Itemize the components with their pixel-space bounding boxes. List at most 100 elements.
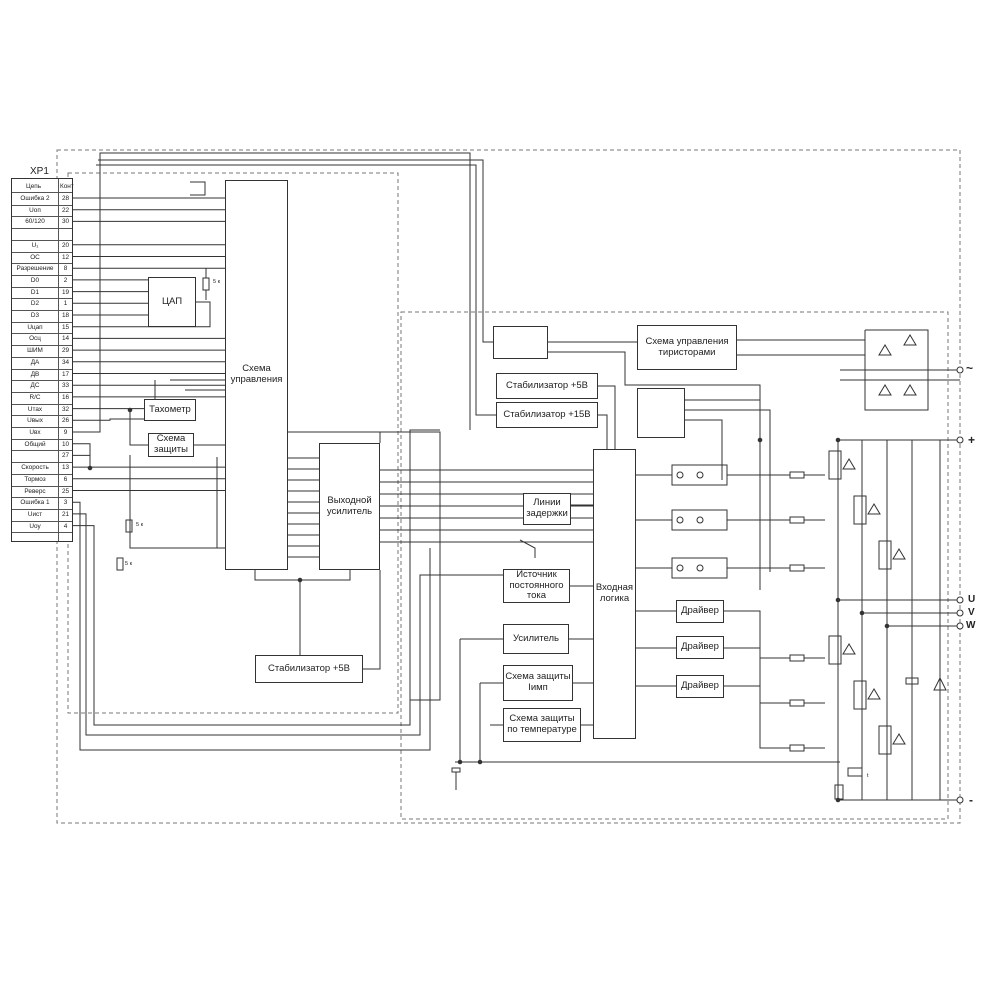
connector-col-circuit: Цепь xyxy=(26,183,42,190)
connector-pin-cell: 6 xyxy=(63,475,68,483)
terminal-icon xyxy=(956,436,964,444)
connector-pin-cell: 15 xyxy=(61,323,70,331)
resistor-icon xyxy=(834,784,844,800)
connector-circuit-cell: Uист xyxy=(27,510,43,518)
wire xyxy=(73,152,471,433)
connector-row-divider xyxy=(12,473,72,475)
terminal-icon xyxy=(956,796,964,804)
connector-circuit-cell: D1 xyxy=(30,288,40,296)
connector-circuit-cell: D3 xyxy=(30,312,40,319)
diode-icon xyxy=(892,548,906,560)
capacitor-icon xyxy=(905,677,919,685)
connector-row-divider xyxy=(12,298,72,300)
driver-1-block: Драйвер xyxy=(676,600,724,623)
igbt-transistor-icon xyxy=(853,495,867,525)
wire xyxy=(685,419,723,480)
connector-circuit-cell: ДА xyxy=(30,358,40,366)
led-icon xyxy=(676,516,684,524)
ac-terminal-label: ~ xyxy=(966,361,974,375)
junction-dot xyxy=(297,577,303,583)
connector-circuit-cell: ОС xyxy=(30,253,40,261)
connector-circuit-cell: ДС xyxy=(30,382,40,390)
amplifier-block: Усилитель xyxy=(503,624,569,654)
thyristor-control-block: Схема управления тиристорами xyxy=(637,325,737,370)
connector-circuit-cell: Ошибка 1 xyxy=(20,499,50,507)
resistor-icon xyxy=(789,516,805,524)
connector-circuit-cell: Uцап xyxy=(27,323,43,331)
diode-icon xyxy=(903,384,917,396)
connector-row-divider xyxy=(12,204,72,206)
junction-dot xyxy=(859,610,865,616)
wire xyxy=(129,455,225,549)
wire xyxy=(724,647,790,704)
led-icon xyxy=(676,564,684,572)
wire xyxy=(864,329,929,411)
connector-pin-cell: 1 xyxy=(63,300,68,308)
wire xyxy=(519,539,536,558)
driver-3-block: Драйвер xyxy=(676,675,724,698)
terminal-icon xyxy=(956,622,964,630)
connector-circuit-cell: D2 xyxy=(30,300,40,308)
junction-dot xyxy=(884,623,890,629)
dc-dc-converter-middle xyxy=(637,388,685,438)
junction-dot xyxy=(87,465,93,471)
diode-icon xyxy=(878,344,892,356)
connector-circuit-cell: Общий xyxy=(24,440,46,448)
connector-row-divider xyxy=(12,310,72,311)
minus-terminal-label: - xyxy=(969,793,973,807)
pulse-protection-block: Схема защиты Iимп xyxy=(503,665,573,701)
wire xyxy=(98,159,493,343)
resistor-icon xyxy=(789,654,805,662)
connector-row-divider xyxy=(12,228,72,230)
thermistor-icon xyxy=(847,767,863,777)
current-source-block: Источник постоянного тока xyxy=(503,569,570,603)
u-terminal-label: U xyxy=(968,594,976,605)
supply-5k-label-2: 5 к xyxy=(136,522,143,528)
w-terminal-label: W xyxy=(966,620,976,631)
wire xyxy=(724,610,790,659)
connector-row-divider xyxy=(12,508,72,510)
wire xyxy=(190,181,206,196)
resistor-icon xyxy=(789,471,805,479)
connector-circuit-cell: Скорость xyxy=(21,464,49,472)
connector-row-divider xyxy=(12,251,72,253)
wire xyxy=(73,443,91,468)
connector-pin-cell: 10 xyxy=(61,440,70,448)
connector-pin-cell: 22 xyxy=(61,206,70,214)
thermistor-label: t xyxy=(867,773,869,779)
junction-dot xyxy=(757,437,763,443)
wire xyxy=(73,513,503,736)
junction-dot xyxy=(835,797,841,803)
dac-block: ЦАП xyxy=(148,277,196,327)
connector-row-divider xyxy=(12,321,72,323)
connector-circuit-cell: Осц xyxy=(29,335,41,343)
igbt-transistor-icon xyxy=(828,450,842,480)
connector-row-divider xyxy=(12,380,72,382)
connector-col-contact: Конт xyxy=(60,183,74,190)
connector-pin-cell: 30 xyxy=(61,218,70,226)
junction-dot xyxy=(457,759,463,765)
protection-block: Схема защиты xyxy=(148,433,194,457)
connector-circuit-cell: R/C xyxy=(29,393,41,401)
connector-circuit-cell: Uоу xyxy=(29,522,41,530)
led-icon xyxy=(696,516,704,524)
connector-row-divider xyxy=(12,216,72,218)
delay-lines-block: Линии задержки xyxy=(523,493,571,525)
igbt-transistor-icon xyxy=(853,680,867,710)
diode-icon xyxy=(867,688,881,700)
connector-pin-cell: 26 xyxy=(61,417,70,425)
led-icon xyxy=(676,471,684,479)
connector-pin-cell: 17 xyxy=(61,370,70,378)
wire xyxy=(288,431,441,701)
connector-pin-cell: 8 xyxy=(63,265,68,273)
connector-row-divider xyxy=(12,485,72,487)
resistor-icon xyxy=(789,699,805,707)
wire xyxy=(73,501,431,751)
stabilizer-5v-block: Стабилизатор +5В xyxy=(496,373,598,399)
connector-pin-cell: 14 xyxy=(61,335,70,343)
plus-terminal-label: + xyxy=(968,433,976,447)
connector-pin-cell: 29 xyxy=(61,347,70,355)
connector-column-divider xyxy=(58,179,59,541)
resistor-icon xyxy=(789,744,805,752)
